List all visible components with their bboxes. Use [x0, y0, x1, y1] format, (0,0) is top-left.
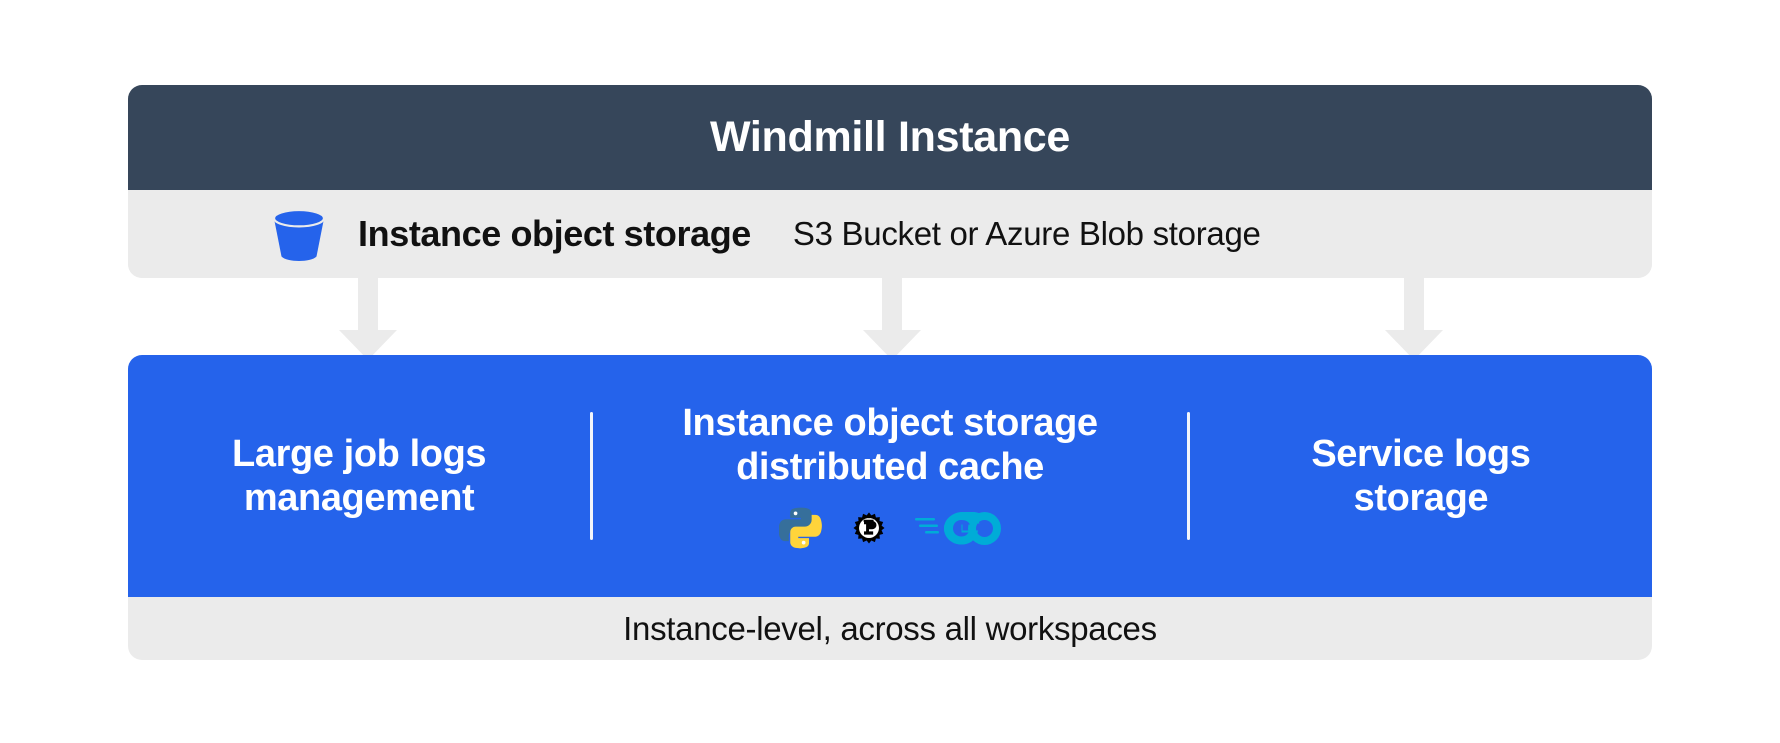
rust-logo [847, 506, 891, 550]
feature-title: Instance object storage distributed cach… [682, 401, 1098, 489]
feature-distributed-cache: Instance object storage distributed cach… [593, 355, 1187, 597]
arrow-to-large-job-logs [329, 268, 407, 360]
column-divider-2 [1186, 412, 1190, 540]
column-divider-1 [590, 412, 594, 540]
bucket-icon [270, 208, 328, 261]
instance-header: Windmill Instance [128, 85, 1652, 190]
python-logo [779, 506, 823, 550]
feature-title-line1: Large job logs [232, 432, 487, 475]
feature-title-line1: Instance object storage [682, 401, 1098, 444]
feature-title-line1: Service logs [1311, 432, 1531, 475]
page-title: Windmill Instance [709, 113, 1071, 161]
language-logos [779, 505, 1001, 551]
feature-title-line2: management [243, 477, 475, 519]
object-storage-row: Instance object storage S3 Bucket or Azu… [128, 190, 1652, 278]
instance-card: Windmill Instance Instance object storag… [128, 85, 1652, 278]
feature-service-logs: Service logs storage [1190, 355, 1652, 597]
footer-text: Instance-level, across all workspaces [623, 609, 1157, 647]
object-storage-detail: S3 Bucket or Azure Blob storage [792, 215, 1261, 252]
object-storage-label: Instance object storage [358, 213, 751, 254]
footer-panel: Instance-level, across all workspaces [128, 597, 1652, 660]
feature-large-job-logs: Large job logs management [128, 355, 590, 597]
feature-title: Large job logs management [232, 432, 486, 520]
features-panel: Large job logs management Instance objec… [128, 355, 1652, 597]
feature-title-line2: distributed cache [736, 446, 1044, 488]
feature-title: Service logs storage [1311, 432, 1531, 520]
go-logo [915, 508, 1001, 548]
arrow-to-service-logs [1375, 268, 1453, 360]
arrow-to-distributed-cache [853, 268, 931, 360]
feature-title-line2: storage [1353, 477, 1489, 519]
